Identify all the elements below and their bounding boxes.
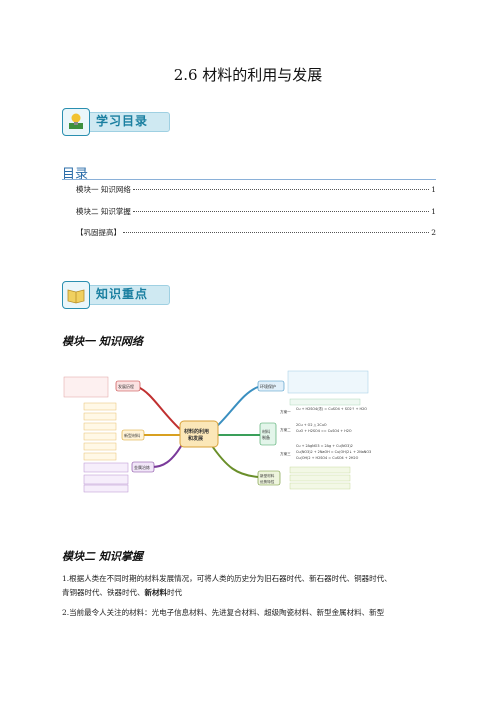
- toc-entry-label: 模块一 知识网络: [76, 185, 131, 194]
- newmat-leaf: [83, 402, 117, 411]
- toc-heading: 目录: [62, 167, 89, 182]
- newmat-leaf: [83, 422, 117, 431]
- right-node: [259, 422, 277, 446]
- paragraph-1-line-b: 青铜器时代、铁器时代、新材料时代: [62, 586, 436, 600]
- bottom-leaf: [289, 482, 351, 490]
- key-knowledge-banner-label: 知识重点: [96, 287, 149, 301]
- bottom-leaf: [289, 466, 351, 474]
- newmat-label: 新型材料: [124, 432, 140, 438]
- toc-entry[interactable]: 模块二 知识掌握 1: [76, 206, 436, 217]
- metal-leaf: [83, 462, 129, 473]
- svg-text:和发展: 和发展: [187, 435, 203, 442]
- dev-label: 发展历程: [118, 383, 134, 389]
- formula: Cu + H2SO4(浓) = CuSO4 + SO2↑ + H2O: [296, 406, 367, 411]
- newmat-leaf: [83, 412, 117, 421]
- p1-text-end: 时代: [167, 588, 182, 597]
- book-icon: [62, 281, 90, 309]
- formula: Cu(NO3)2 + 2NaOH = Cu(OH)2↓ + 2NaNO3: [296, 450, 371, 454]
- bottom-label: 新型材料: [260, 473, 275, 478]
- module1-heading: 模块一 知识网络: [62, 335, 143, 348]
- toc-divider: [62, 179, 436, 180]
- metal-label: 金属冶炼: [134, 464, 150, 470]
- mind-map: 材料的利用 和发展 环境保护 发展历程 新型材料 金属冶炼 材料 制备 新型材料…: [62, 363, 436, 493]
- svg-text:优势特性: 优势特性: [260, 479, 275, 484]
- plan-label: 方案二: [280, 427, 291, 432]
- formula: Cu(OH)2 + H2SO4 = CuSO4 + 2H2O: [296, 456, 359, 460]
- toc-leader: [132, 189, 430, 190]
- study-toc-banner: 学习目录: [62, 108, 172, 136]
- branch-line-env: [211, 386, 259, 432]
- toc-leader: [123, 232, 430, 233]
- branch-line-bottom: [209, 442, 259, 478]
- newmat-leaf: [83, 452, 117, 461]
- key-knowledge-banner: 知识重点: [62, 281, 172, 309]
- metal-leaf: [83, 484, 129, 493]
- dev-node: [115, 380, 141, 392]
- study-toc-banner-label: 学习目录: [96, 114, 149, 128]
- newmat-node: [121, 429, 145, 441]
- lightbulb-icon: [62, 108, 90, 136]
- p1-bold-term: 新材料: [144, 588, 168, 597]
- dev-leaf: [63, 376, 109, 398]
- formula: Cu + 2AgNO3 = 2Ag + Cu(NO3)2: [296, 444, 353, 448]
- metal-leaf: [83, 474, 129, 485]
- svg-text:制备: 制备: [262, 434, 270, 440]
- toc-entry-page: 1: [431, 207, 436, 216]
- paragraph-2: 2.当前最令人关注的材料：光电子信息材料、先进复合材料、超级陶瓷材料、新型金属材…: [62, 608, 385, 617]
- formula: 2Cu + O2 △ 2CuO: [296, 423, 327, 427]
- page-title: 2.6 材料的利用与发展: [173, 66, 323, 84]
- env-node: [257, 380, 285, 392]
- formula: CuO + H2SO4 == CuSO4 + H2O: [296, 429, 352, 433]
- bottom-node: [257, 470, 281, 486]
- toc-entry-label: 【巩固提高】: [76, 228, 121, 237]
- toc-leader: [132, 211, 430, 212]
- center-label: 材料的利用: [184, 428, 209, 435]
- env-label: 环境保护: [260, 383, 276, 389]
- newmat-leaf: [83, 432, 117, 441]
- p1-text: 青铜器时代、铁器时代、: [62, 588, 145, 597]
- metal-node: [131, 461, 155, 473]
- bottom-leaf: [289, 474, 351, 482]
- toc-entry-page: 2: [431, 228, 436, 237]
- plan-label: 方案三: [280, 451, 291, 456]
- center-node: [179, 420, 219, 448]
- plan-label: 方案一: [280, 409, 291, 414]
- prep-leaf: [289, 398, 361, 406]
- paragraph-1-line-a: 1.根据人类在不同时期的材料发展情况，可将人类的历史分为旧石器时代、新石器时代、…: [62, 574, 392, 583]
- toc-entry-label: 模块二 知识掌握: [76, 207, 131, 216]
- toc-entry-page: 1: [431, 185, 436, 194]
- newmat-leaf: [83, 442, 117, 451]
- right-label: 材料: [262, 428, 270, 434]
- toc-entry[interactable]: 【巩固提高】 2: [76, 227, 436, 238]
- paragraph-1: 1.根据人类在不同时期的材料发展情况，可将人类的历史分为旧石器时代、新石器时代、…: [62, 572, 436, 600]
- module2-heading: 模块二 知识掌握: [62, 550, 143, 563]
- branch-line-metal: [151, 440, 185, 468]
- branch-line-dev: [137, 386, 183, 432]
- toc-entry[interactable]: 模块一 知识网络 1: [76, 184, 436, 195]
- env-leaf: [287, 370, 369, 394]
